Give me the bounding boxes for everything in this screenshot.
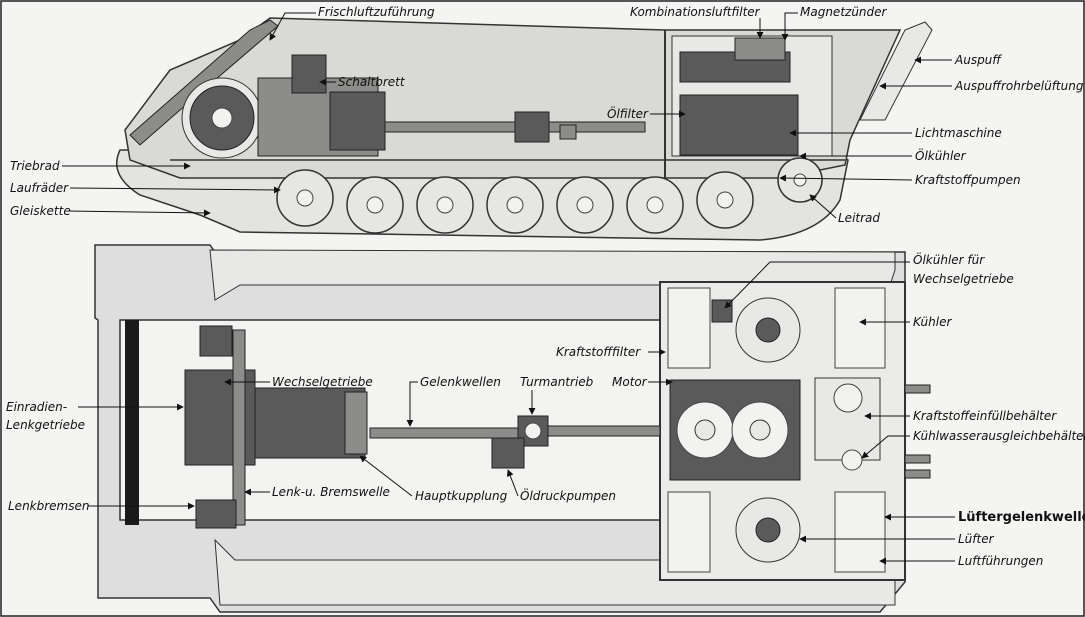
propeller-shaft-2	[547, 425, 661, 437]
label-oelkuehler-wechsel-2: Wechselgetriebe	[913, 272, 1014, 286]
label-auspuff: Auspuff	[954, 53, 1002, 67]
label-luftfuehrungen: Luftführungen	[958, 554, 1043, 568]
combined-air-filter	[734, 37, 786, 61]
road-wheels-side	[276, 169, 754, 234]
coolant-tank	[841, 449, 863, 471]
radiator-left-upper	[667, 287, 711, 369]
label-motor: Motor	[612, 375, 648, 389]
steering-brake-shaft	[232, 329, 246, 526]
label-turmantrieb: Turmantrieb	[520, 375, 594, 389]
label-kombination: Kombinationsluftfilter	[630, 5, 761, 19]
label-lichtmaschine: Lichtmaschine	[915, 126, 1002, 140]
label-lenk-brems: Lenk-u. Bremswelle	[272, 485, 390, 499]
propeller-shaft-1	[369, 427, 521, 439]
oil-pressure-pumps	[491, 437, 525, 469]
label-oeldruckpumpen: Öldruckpumpen	[520, 487, 616, 503]
label-kraftstoffpumpen: Kraftstoffpumpen	[915, 173, 1021, 187]
label-frischluft: Frischluftzuführung	[318, 5, 435, 19]
label-gleiskette: Gleiskette	[10, 204, 71, 218]
radiator-right-upper	[834, 287, 886, 369]
radiator-left-lower	[667, 491, 711, 573]
label-triebrad: Triebrad	[10, 159, 60, 173]
label-einradien-1: Einradien-	[6, 400, 67, 414]
label-wechselgetriebe: Wechselgetriebe	[272, 375, 373, 389]
side-view	[116, 17, 933, 241]
label-schaltbrett: Schaltbrett	[338, 75, 406, 89]
label-lenkbremsen: Lenkbremsen	[8, 499, 90, 513]
turret-drive-side	[514, 111, 550, 143]
top-view	[94, 244, 931, 613]
label-hauptkupplung: Hauptkupplung	[415, 489, 508, 503]
label-lueftergelenkwelle: Lüftergelenkwelle	[958, 510, 1085, 525]
label-kraftstoffeinfuell: Kraftstoffeinfüllbehälter	[913, 409, 1057, 423]
label-magnetzuender: Magnetzünder	[800, 5, 888, 19]
exhaust-pipe	[859, 21, 933, 121]
label-auspuffrohr: Auspuffrohrbelüftung	[954, 79, 1084, 93]
hull-side-wall	[125, 320, 139, 525]
switchboard	[291, 54, 327, 94]
label-kuehler: Kühler	[913, 315, 952, 329]
label-gelenkwellen: Gelenkwellen	[420, 375, 501, 389]
label-oelkuehler: Ölkühler	[915, 147, 967, 163]
label-kraftstofffilter: Kraftstofffilter	[556, 345, 641, 359]
labels: Frischluftzuführung Kombinationsluftfilt…	[6, 5, 1085, 568]
radiator-right-lower	[834, 491, 886, 573]
main-clutch-plan	[344, 391, 368, 455]
engine-block-side	[679, 94, 799, 156]
steering-brakes	[195, 499, 237, 529]
label-kuehlwasser: Kühlwasserausgleichbehälter	[913, 429, 1085, 443]
label-oelfilter: Ölfilter	[607, 105, 649, 121]
label-leitrad: Leitrad	[838, 211, 880, 225]
label-luefter: Lüfter	[958, 532, 995, 546]
label-laufraeder: Laufräder	[10, 181, 69, 195]
label-oelkuehler-wechsel-1: Ölkühler für	[913, 251, 985, 267]
label-einradien-2: Lenkgetriebe	[6, 418, 85, 432]
